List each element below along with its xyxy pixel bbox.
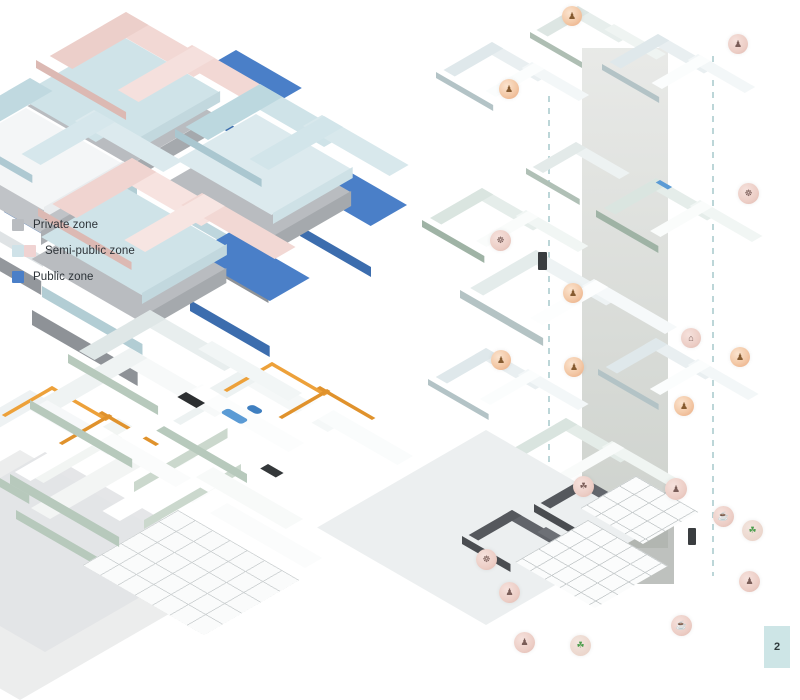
badge-glyph-10: ♟ [569,361,579,372]
badge-glyph-09: ♟ [735,351,745,362]
page-number-badge: 2 [764,626,790,668]
badge-glyph-02: ♟ [504,83,514,94]
badge-glyph-08: ⌂ [688,332,694,343]
badge-glyph-18: ♟ [505,587,514,597]
program-badge-06[interactable]: ♟ [563,283,583,303]
legend-swatch-public [12,271,24,283]
program-badge-10[interactable]: ♟ [564,357,584,377]
badge-glyph-16: ☸ [482,554,491,564]
zone-legend: Private zone Semi-public zone Public zon… [12,212,182,290]
program-badge-21[interactable]: ♟ [514,632,535,653]
program-badge-11[interactable]: ♟ [674,396,694,416]
badge-glyph-21: ♟ [520,637,529,647]
dark-marker [538,252,547,270]
program-badge-04[interactable]: ☸ [738,183,759,204]
badge-glyph-01: ♟ [567,10,577,21]
badge-glyph-05: ☸ [496,235,505,245]
badge-glyph-04: ☸ [744,188,753,198]
program-badge-14[interactable]: ☕ [713,506,734,527]
legend-swatch-semipublic [12,245,36,257]
program-badge-05[interactable]: ☸ [490,230,511,251]
dark-void-2 [260,464,284,478]
legend-item-semipublic: Semi-public zone [12,238,182,264]
badge-glyph-13: ♟ [671,483,681,494]
badge-glyph-19: ☕ [675,620,688,630]
legend-label-private: Private zone [33,219,99,231]
program-badge-01[interactable]: ♟ [562,6,582,26]
program-badge-18[interactable]: ♟ [499,582,520,603]
program-badge-12[interactable]: ☘ [573,476,594,497]
legend-label-public: Public zone [33,271,94,283]
badge-glyph-03: ♟ [733,38,743,49]
badge-glyph-07: ♟ [496,354,506,365]
program-badge-02[interactable]: ♟ [499,79,519,99]
badge-glyph-06: ♟ [568,287,578,298]
legend-item-public: Public zone [12,264,182,290]
badge-glyph-12: ☘ [579,481,588,491]
legend-label-semipublic: Semi-public zone [45,245,135,257]
page-number: 2 [773,641,781,653]
program-badge-15[interactable]: ☘ [742,520,763,541]
program-badge-09[interactable]: ♟ [730,347,750,367]
guide-line-left [548,96,550,586]
program-badge-07[interactable]: ♟ [491,350,511,370]
program-badge-08[interactable]: ⌂ [681,328,701,348]
badge-glyph-17: ♟ [745,576,754,586]
dark-marker-2 [688,528,696,545]
program-badge-16[interactable]: ☸ [476,549,497,570]
badge-glyph-20: ☘ [576,640,585,650]
legend-item-private: Private zone [12,212,182,238]
program-badge-03[interactable]: ♟ [728,34,748,54]
badge-glyph-11: ♟ [679,400,689,411]
zone-massing-diagram: Private zone Semi-public zone Public zon… [0,0,460,386]
badge-glyph-15: ☘ [748,525,757,535]
program-badge-20[interactable]: ☘ [570,635,591,656]
guide-line-right [712,56,714,576]
program-badge-13[interactable]: ♟ [665,478,687,500]
legend-swatch-private [12,219,24,231]
vertical-stack-diagram: ♟ ♟ ♟ ☸ ☸ ♟ ♟ ⌂ ♟ ♟ ♟ ☘ ♟ ☕ ☘ ☸ ♟ ♟ ☕ ☘ … [317,0,800,668]
badge-glyph-14: ☕ [717,511,730,521]
program-badge-19[interactable]: ☕ [671,615,692,636]
program-badge-17[interactable]: ♟ [739,571,760,592]
